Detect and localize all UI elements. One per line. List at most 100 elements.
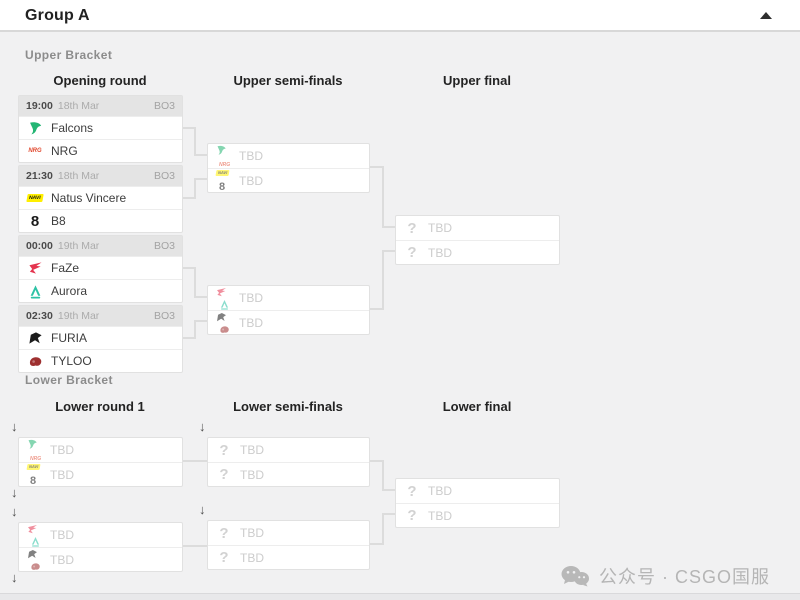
navi-icon: NAVI xyxy=(26,194,44,202)
team-slot[interactable]: NAVI Natus Vincere xyxy=(19,186,182,209)
team-logo-wrap xyxy=(26,331,44,346)
aurora-icon xyxy=(28,284,43,299)
match-time: 21:30 xyxy=(26,170,53,182)
match-format: BO3 xyxy=(153,170,175,182)
team-name: TBD xyxy=(239,149,263,163)
team-slot[interactable]: NAVI 8 TBD xyxy=(19,462,182,486)
team-name: TBD xyxy=(240,550,264,565)
team-slot[interactable]: FaZe xyxy=(19,256,182,279)
match-date: 18th Mar xyxy=(57,100,100,112)
team-slot[interactable]: ?TBD xyxy=(396,503,559,527)
team-logo-wrap: ? xyxy=(403,484,421,499)
team-slot[interactable]: TBD xyxy=(208,310,369,334)
column-header-upper-final: Upper final xyxy=(443,73,511,88)
team-logo-wrap xyxy=(26,261,44,276)
team-slot[interactable]: TBD xyxy=(19,547,182,571)
team-slot[interactable]: ? TBD xyxy=(396,479,559,503)
unknown-team-icon: ? xyxy=(219,524,229,542)
match-date: 18th Mar xyxy=(57,170,100,182)
bracket-connector xyxy=(382,489,395,491)
navi-icon: NAVI xyxy=(215,169,230,176)
match-format: BO3 xyxy=(153,240,175,252)
column-header-lower-final: Lower final xyxy=(442,399,512,414)
bracket-connector xyxy=(382,513,384,545)
watermark-text: 公众号 · CSGO国服 xyxy=(598,567,770,587)
furia-icon xyxy=(216,312,227,323)
unknown-team-icon: ? xyxy=(407,219,417,237)
match-format: BO3 xyxy=(153,100,175,112)
possible-teams-icons xyxy=(215,287,232,310)
team-name: TBD xyxy=(50,467,74,482)
team-name: TBD xyxy=(239,315,263,330)
navi-icon: NAVI xyxy=(26,463,41,470)
team-name: TBD xyxy=(50,443,74,457)
team-slot[interactable]: TYLOO xyxy=(19,349,182,372)
bracket-connector xyxy=(183,460,207,462)
team-name: TBD xyxy=(240,526,264,540)
bracket-connector xyxy=(194,320,207,322)
match-card-lower-sf-2: ?TBD?TBD xyxy=(207,520,370,570)
match-format: BO3 xyxy=(153,310,175,322)
possible-teams-icons: NAVI 8 xyxy=(26,463,43,487)
bracket-connector xyxy=(194,296,207,298)
team-slot[interactable]: ?TBD xyxy=(396,216,559,240)
team-name: FaZe xyxy=(51,261,80,275)
group-title: Group A xyxy=(25,7,90,24)
team-name: TBD xyxy=(428,484,452,498)
team-slot[interactable]: ?TBD xyxy=(396,240,559,264)
b8-icon: 8 xyxy=(30,474,37,487)
faze-icon xyxy=(27,524,38,535)
team-slot[interactable]: ?TBD xyxy=(208,462,369,486)
team-slot[interactable]: FURIA xyxy=(19,326,182,349)
unknown-team-icon: ? xyxy=(407,482,417,500)
team-slot[interactable]: ?TBD xyxy=(208,438,369,462)
bottom-edge xyxy=(0,593,800,600)
unknown-team-icon: ? xyxy=(407,244,417,261)
bracket-connector xyxy=(382,513,395,515)
team-logo-wrap: 8 xyxy=(26,214,44,229)
team-slot[interactable]: Falcons xyxy=(19,116,182,139)
bracket-connector xyxy=(370,308,383,310)
team-name: TBD xyxy=(239,173,263,188)
bracket-connector xyxy=(194,154,207,156)
match-card-upper-sf-2: TBD TBD xyxy=(207,285,370,335)
caret-up-icon[interactable] xyxy=(760,12,772,19)
match-card-lower-sf-1: ?TBD?TBD xyxy=(207,437,370,487)
team-slot[interactable]: ?TBD xyxy=(208,545,369,569)
faze-icon xyxy=(28,261,43,276)
bracket-connector xyxy=(183,267,196,269)
team-name: FURIA xyxy=(51,331,87,345)
faze-icon xyxy=(216,287,227,298)
team-slot[interactable]: TBD xyxy=(208,286,369,310)
team-logo-wrap: NAVI xyxy=(26,194,44,202)
team-name: Natus Vincere xyxy=(51,191,127,205)
bracket-connector xyxy=(370,166,383,168)
unknown-team-icon: ? xyxy=(219,441,229,459)
bracket-connector xyxy=(382,226,395,228)
drop-down-arrow-icon: ↓ xyxy=(11,419,18,434)
tyloo-icon xyxy=(219,324,230,335)
team-slot[interactable]: ? TBD xyxy=(208,521,369,545)
bracket-connector xyxy=(183,127,196,129)
team-name: B8 xyxy=(51,214,66,228)
bracket-connector xyxy=(370,460,383,462)
team-logo-wrap xyxy=(26,121,44,136)
team-slot[interactable]: Aurora xyxy=(19,279,182,302)
aurora-icon xyxy=(219,299,230,310)
team-name: TBD xyxy=(50,552,74,567)
team-slot[interactable]: 8 B8 xyxy=(19,209,182,232)
team-name: TYLOO xyxy=(51,354,92,368)
drop-down-arrow-icon: ↓ xyxy=(11,504,18,519)
bracket-connector xyxy=(382,250,395,252)
team-slot[interactable]: TBD xyxy=(19,523,182,547)
possible-teams-icons xyxy=(26,549,43,571)
